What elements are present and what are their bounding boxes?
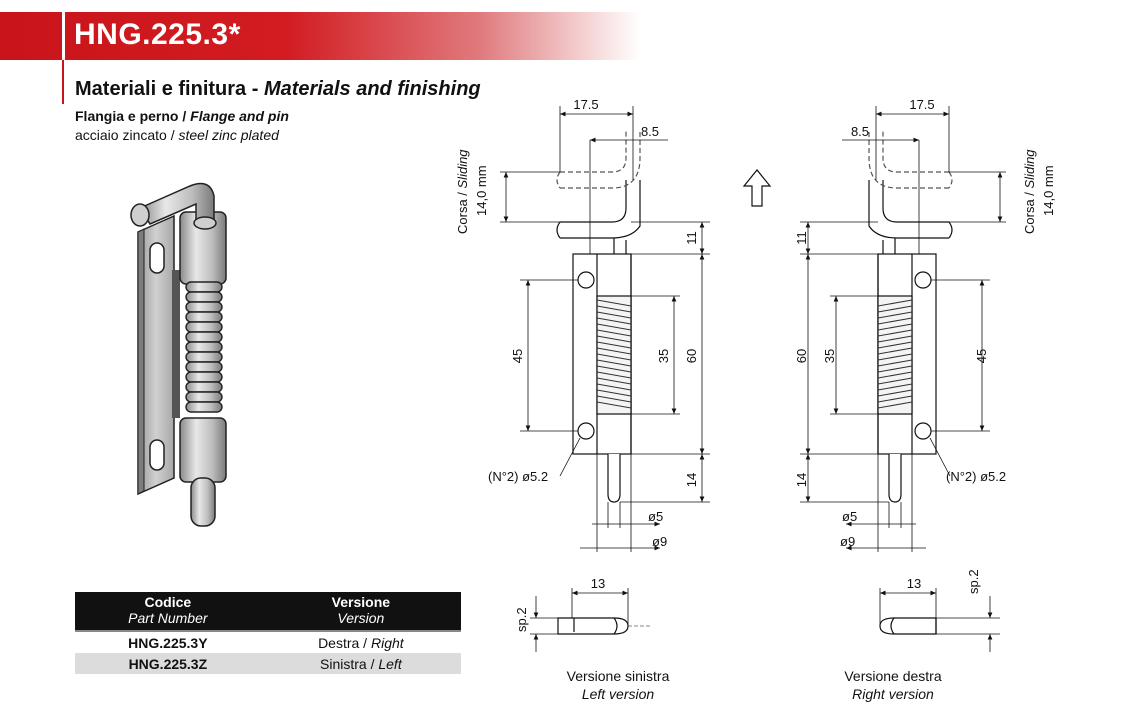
dim-sp: sp.2	[514, 607, 529, 632]
dim-8-5: 8.5	[641, 124, 659, 139]
table-row: HNG.225.3Z Sinistra / Left	[75, 653, 461, 674]
row-version: Sinistra / Left	[260, 653, 461, 674]
row-code: HNG.225.3Z	[75, 653, 261, 674]
dim-hole: (N°2) ø5.2	[488, 469, 548, 484]
left-version-caption-en: Left version	[582, 686, 655, 702]
dim-hole: (N°2) ø5.2	[946, 469, 1006, 484]
dim-17-5: 17.5	[573, 97, 598, 112]
dim-45: 45	[974, 349, 989, 363]
dim-dia9: ø9	[840, 534, 855, 549]
dim-17-5: 17.5	[909, 97, 934, 112]
dim-60: 60	[794, 349, 809, 363]
dim-45: 45	[510, 349, 525, 363]
dim-11: 11	[794, 231, 809, 245]
dim-dia5: ø5	[648, 509, 663, 524]
right-version-caption: Versione destra	[844, 668, 941, 684]
banner-divider	[62, 12, 65, 60]
row-version: Destra / Right	[260, 630, 461, 653]
dim-8-5: 8.5	[851, 124, 869, 139]
right-pin-top-view	[879, 588, 1000, 652]
dim-35: 35	[656, 349, 671, 363]
materials-title: Materiali e finitura - Materials and fin…	[75, 78, 481, 100]
row-code: HNG.225.3Y	[75, 630, 261, 653]
dim-60: 60	[684, 349, 699, 363]
corsa-label: Corsa / Sliding	[1022, 149, 1037, 234]
hinge-iso-illustration	[130, 182, 227, 527]
left-pin-top-view	[530, 588, 650, 652]
dim-dia5: ø5	[842, 509, 857, 524]
stroke-label: 14,0 mm	[474, 165, 489, 216]
dim-14: 14	[684, 473, 699, 487]
dim-dia9: ø9	[652, 534, 667, 549]
dim-13: 13	[907, 576, 921, 591]
corsa-label: Corsa / Sliding	[455, 149, 470, 234]
right-front-view	[800, 106, 1006, 552]
left-version-caption: Versione sinistra	[567, 668, 670, 684]
dim-sp: sp.2	[966, 569, 981, 594]
flange-label: Flangia e perno / Flange and pin	[75, 108, 289, 124]
stroke-label: 14,0 mm	[1041, 165, 1056, 216]
dim-14: 14	[794, 473, 809, 487]
dim-11: 11	[684, 231, 699, 245]
up-arrow-icon	[742, 169, 772, 207]
dim-13: 13	[591, 576, 605, 591]
table-row: HNG.225.3Y Destra / Right	[75, 630, 461, 653]
product-code: HNG.225.3*	[74, 18, 241, 51]
accent-line	[62, 60, 64, 104]
finish-label: acciaio zincato / steel zinc plated	[75, 127, 279, 143]
dim-35: 35	[822, 349, 837, 363]
left-front-view	[500, 106, 710, 552]
right-version-caption-en: Right version	[852, 686, 934, 702]
header-banner: HNG.225.3*	[0, 12, 640, 60]
